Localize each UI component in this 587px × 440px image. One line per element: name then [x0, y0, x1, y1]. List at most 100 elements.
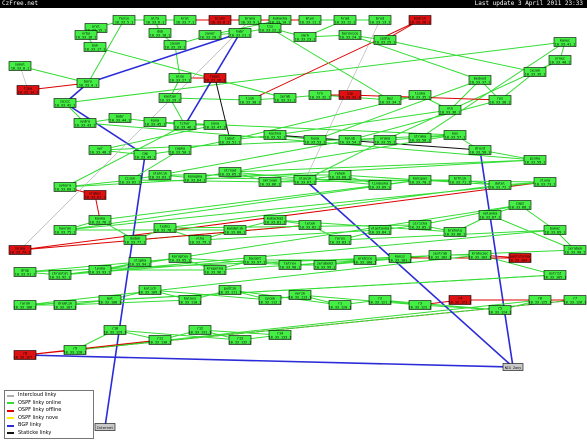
router-node[interactable]: NIX Zany [502, 363, 524, 371]
router-node[interactable]: Internet [94, 423, 116, 431]
